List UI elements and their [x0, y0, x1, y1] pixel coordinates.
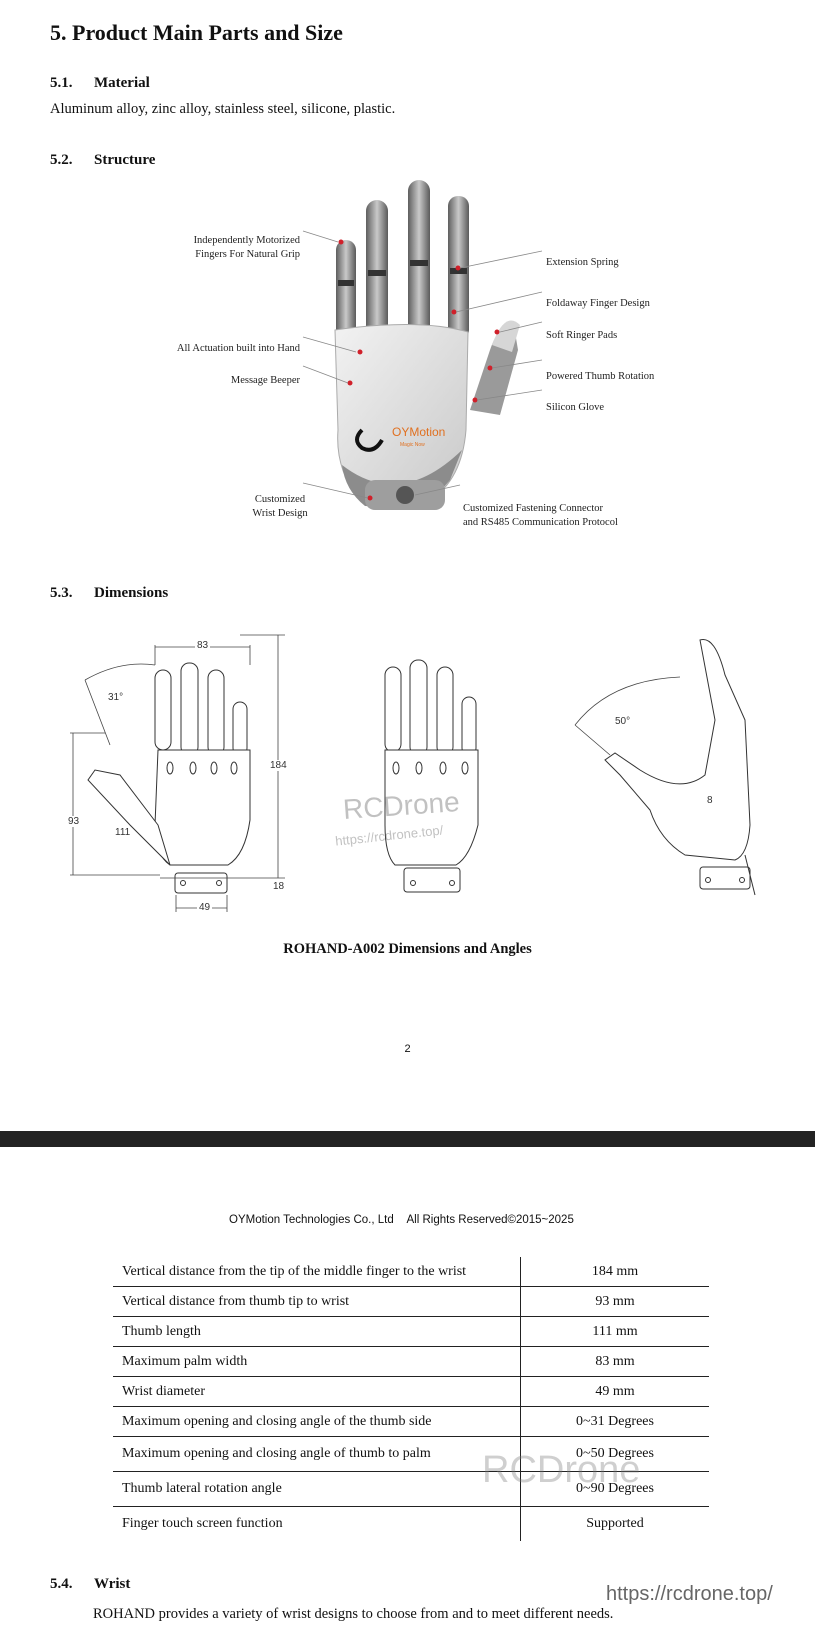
dim-wrist-height: 18 [273, 881, 285, 892]
dim-side-angle: 50° [615, 716, 631, 727]
side-hand [574, 638, 756, 896]
spec-label: Vertical distance from thumb tip to wris… [113, 1286, 521, 1317]
table-row: Maximum opening and closing angle of the… [113, 1406, 709, 1437]
material-title: Material [94, 75, 150, 91]
hand-palm [334, 324, 469, 501]
spec-table: Vertical distance from the tip of the mi… [113, 1257, 709, 1541]
spec-value: 0~31 Degrees [520, 1406, 709, 1437]
logo-subtext: Magic Now [400, 442, 425, 448]
spec-value: 184 mm [520, 1257, 709, 1287]
callout-actuation: All Actuation built into Hand [176, 343, 300, 354]
dim-wrist-width: 49 [197, 902, 213, 913]
structure-heading: 5.2. Structure [50, 152, 155, 169]
material-number: 5.1. [50, 75, 73, 91]
spec-label: Thumb length [113, 1316, 521, 1347]
wrist-number: 5.4. [50, 1576, 73, 1592]
spec-value: Supported [520, 1506, 709, 1541]
watermark-brand-table: RCDrone [482, 1449, 641, 1491]
dim-thumb-length: 111 [115, 827, 131, 838]
spec-label: Maximum opening and closing angle of thu… [113, 1436, 521, 1472]
watermark-url-large: https://rcdrone.top/ [606, 1583, 773, 1605]
spec-value: 93 mm [520, 1286, 709, 1317]
spec-value: 49 mm [520, 1376, 709, 1407]
spec-label: Finger touch screen function [122, 1516, 283, 1531]
page-break-bar [0, 1131, 815, 1147]
dimensions-number: 5.3. [50, 585, 73, 601]
hand-fingers [336, 180, 469, 345]
dim-height: 184 [270, 760, 287, 771]
table-row: Vertical distance from the tip of the mi… [113, 1257, 709, 1287]
dim-palm-width: 83 [195, 640, 211, 651]
dimensions-heading: 5.3. Dimensions [50, 585, 168, 602]
callout-silicon-glove: Silicon Glove [546, 402, 605, 413]
spec-value: 111 mm [520, 1316, 709, 1347]
footer-company: OYMotion Technologies Co., Ltd [229, 1214, 394, 1226]
material-heading: 5.1. Material [50, 75, 150, 92]
front-hand-plain [384, 659, 479, 893]
spec-label: Thumb lateral rotation angle [113, 1471, 521, 1507]
callout-foldaway-finger: Foldaway Finger Design [546, 298, 650, 309]
dimensions-title: Dimensions [94, 585, 169, 601]
wrist-title: Wrist [94, 1576, 131, 1592]
hand-thumb [470, 320, 520, 415]
logo-text: OYMotion [392, 425, 445, 439]
figure-caption: ROHAND-A002 Dimensions and Angles [283, 941, 532, 957]
wrist-heading: 5.4. Wrist [50, 1576, 130, 1593]
callout-message-beeper: Message Beeper [230, 375, 300, 386]
spec-label: Maximum palm width [113, 1346, 521, 1377]
dim-thumb-angle: 31° [108, 692, 124, 703]
table-row: Maximum opening and closing angle of thu… [113, 1436, 709, 1472]
page-number: 2 [404, 1043, 411, 1055]
spec-value: 0~90 Degrees [520, 1471, 709, 1507]
spec-label: Wrist diameter [113, 1376, 521, 1407]
hand-structure-figure: OYMotion Magic Now [302, 180, 543, 510]
spec-label: Maximum opening and closing angle of the… [113, 1406, 521, 1437]
callout-extension-spring: Extension Spring [546, 257, 619, 268]
footer-line: OYMotion Technologies Co., Ltd All Right… [229, 1214, 574, 1226]
footer-rights: All Rights Reserved©2015~2025 [406, 1214, 574, 1226]
table-row: Finger touch screen function Supported [113, 1506, 709, 1541]
wrist-text: ROHAND provides a variety of wrist desig… [93, 1606, 614, 1622]
material-text: Aluminum alloy, zinc alloy, stainless st… [50, 101, 396, 117]
dim-side-mark: 8 [707, 795, 713, 806]
spec-label: Vertical distance from the tip of the mi… [113, 1257, 521, 1287]
callout-powered-thumb: Powered Thumb Rotation [546, 371, 655, 382]
table-row: Vertical distance from thumb tip to wris… [113, 1286, 709, 1317]
structure-number: 5.2. [50, 152, 73, 168]
section-heading: 5. Product Main Parts and Size [50, 20, 343, 45]
spec-value: 0~50 Degrees [520, 1436, 709, 1472]
dim-thumb-height: 93 [68, 816, 80, 827]
structure-title: Structure [94, 152, 156, 168]
dimensions-figure [70, 634, 756, 912]
spec-value: 83 mm [520, 1346, 709, 1377]
callout-soft-ringer-pads: Soft Ringer Pads [546, 330, 618, 341]
oymotion-logo: OYMotion Magic Now [355, 425, 445, 452]
